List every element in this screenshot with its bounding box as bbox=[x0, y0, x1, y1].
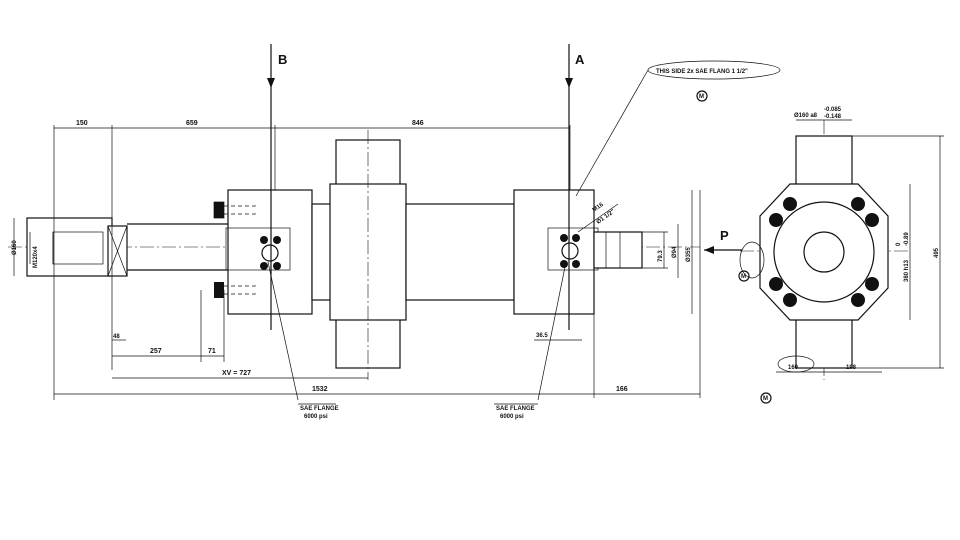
dim-71: 71 bbox=[208, 348, 216, 355]
marker-icon bbox=[738, 270, 750, 282]
svg-text:M: M bbox=[741, 274, 746, 280]
dim-36-5: 36.5 bbox=[536, 333, 548, 339]
end-flange-octagon bbox=[759, 183, 889, 321]
dim-xv: XV = 727 bbox=[222, 370, 251, 377]
side-view: B A P bbox=[8, 44, 742, 380]
notes: THIS SIDE 2x SAE FLANG 1 1/2" M SAE FLAN… bbox=[267, 60, 781, 420]
sae-flange-left-psi: 6000 psi bbox=[304, 414, 328, 420]
tol-lower: -0.148 bbox=[824, 114, 842, 120]
head-bolt bbox=[214, 202, 224, 218]
section-b-label: B bbox=[278, 52, 287, 67]
svg-text:M: M bbox=[699, 94, 704, 100]
dim-1532: 1532 bbox=[312, 386, 328, 393]
dim-m120: M120x4 bbox=[33, 246, 39, 268]
dimensions: 150 659 846 Ø160 M120x4 48 257 71 XV = 7… bbox=[12, 120, 701, 400]
svg-text:M: M bbox=[763, 396, 768, 402]
dim-dia355: Ø355 bbox=[686, 247, 692, 262]
head-block-left bbox=[227, 189, 313, 315]
dim-166: 166 bbox=[616, 386, 628, 393]
dim-150: 150 bbox=[76, 120, 88, 127]
marker-icon bbox=[696, 90, 708, 102]
tol-upper: -0.085 bbox=[824, 107, 842, 113]
dim-846: 846 bbox=[412, 120, 424, 127]
cylinder-tube bbox=[405, 203, 515, 301]
pressure-label: P bbox=[720, 228, 729, 243]
section-a-label: A bbox=[575, 52, 585, 67]
tol2-upper: 0 bbox=[896, 242, 902, 246]
dim-dia94: Ø94 bbox=[672, 246, 678, 258]
head-bolt bbox=[214, 282, 224, 298]
port-b bbox=[260, 236, 281, 270]
dim-m16: M16 bbox=[592, 202, 606, 214]
tol2-lower: -0.89 bbox=[904, 232, 910, 246]
marker-icon bbox=[760, 392, 772, 404]
dim-257: 257 bbox=[150, 348, 162, 355]
dim-659: 659 bbox=[186, 120, 198, 127]
dim-380: 380 h13 bbox=[904, 259, 910, 282]
end-view: Ø160 a8 -0.085 -0.148 380 h13 0 -0.89 49… bbox=[738, 107, 944, 404]
sae-flange-right-psi: 6000 psi bbox=[500, 414, 524, 420]
rod-eye-body bbox=[26, 217, 113, 277]
head-block-right bbox=[513, 189, 595, 315]
dim-shaft-dia: Ø160 a8 bbox=[794, 113, 818, 119]
flange-note: THIS SIDE 2x SAE FLANG 1 1/2" bbox=[656, 69, 748, 75]
dim-48: 48 bbox=[113, 334, 120, 340]
sae-flange-left: SAE FLANGE bbox=[300, 406, 339, 412]
dim-79-3: 79.3 bbox=[658, 250, 664, 262]
dim-dia160: Ø160 bbox=[12, 240, 18, 255]
dim-160b: 160 bbox=[788, 365, 799, 371]
dim-198: 198 bbox=[846, 365, 857, 371]
dim-495: 495 bbox=[934, 247, 940, 258]
rear-shaft bbox=[593, 231, 643, 269]
sae-flange-right: SAE FLANGE bbox=[496, 406, 535, 412]
